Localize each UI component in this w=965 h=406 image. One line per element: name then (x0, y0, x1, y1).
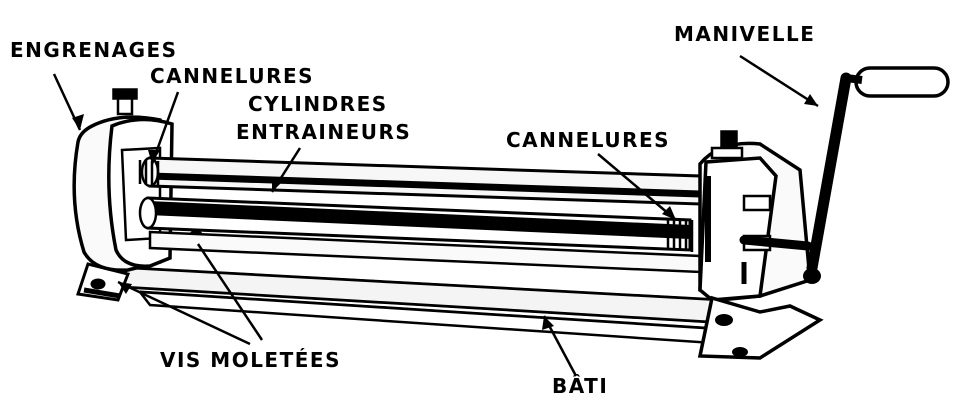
label-engrenages: ENGRENAGES (10, 38, 178, 62)
arrowhead-manivelle (804, 94, 818, 106)
label-cylindres: CYLINDRES (248, 92, 388, 116)
right-flutes (666, 218, 694, 252)
leader-lines (52, 54, 819, 377)
left-foot (76, 262, 131, 302)
leader-cannelures-right (597, 153, 677, 221)
left-flutes (138, 160, 160, 186)
arrowhead-engrenages (72, 114, 84, 130)
arrowhead-cannelures-left (148, 150, 160, 164)
crank (739, 66, 950, 284)
label-cannelures-right: CANNELURES (506, 128, 671, 152)
cylinders (138, 156, 702, 274)
label-manivelle: MANIVELLE (674, 22, 816, 46)
leader-vis-1 (196, 243, 264, 341)
arrowhead-bati (542, 316, 554, 330)
arrowhead-cylindres (272, 178, 282, 192)
arrowhead-cannelures-right (662, 206, 676, 220)
label-entraineurs: ENTRAINEURS (236, 120, 412, 144)
arrowhead-vis-2 (118, 282, 132, 294)
leader-manivelle (739, 54, 819, 108)
label-bati: BÂTI (552, 374, 609, 398)
label-vis-moletees: VIS MOLETÉES (160, 348, 341, 372)
leader-vis-2 (117, 280, 251, 346)
bati-frame (104, 266, 737, 346)
right-housing (697, 130, 824, 360)
label-cannelures-left: CANNELURES (150, 64, 315, 88)
